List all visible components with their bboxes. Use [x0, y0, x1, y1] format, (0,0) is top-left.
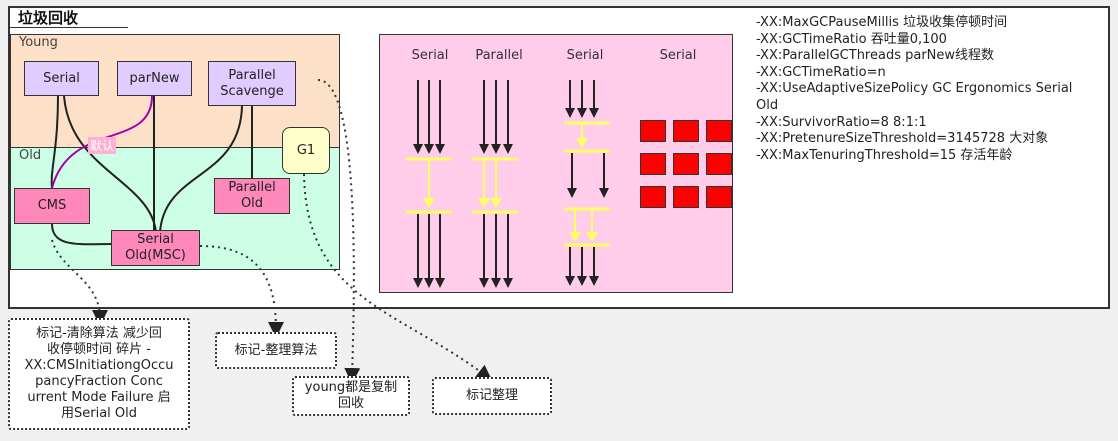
serial-old-label-line1: Serial — [137, 232, 174, 247]
region-block — [640, 120, 666, 142]
serial-threads-col1 — [406, 80, 452, 288]
parallel-scavenge-collector: Parallel Scavenge — [208, 61, 296, 106]
panel-column-label-3: Serial — [566, 48, 604, 63]
serial-collector: Serial — [24, 61, 99, 96]
param-gc-time-ratio: -XX:GCTimeRatio 吞吐量0,100 — [756, 31, 947, 47]
param-max-gc-pause: -XX:MaxGCPauseMillis 垃圾收集停顿时间 — [756, 15, 1008, 30]
panel-column-label-1: Serial — [411, 48, 449, 63]
g1-collector-label: G1 — [296, 142, 316, 158]
cms-note-line: pancyFraction Conc — [35, 374, 163, 389]
panel-column-label-4: Serial — [659, 48, 697, 63]
cms-collector-label: CMS — [37, 198, 67, 213]
default-combination-tag: 默认 — [88, 137, 117, 154]
region-block — [673, 153, 699, 175]
param-max-tenuring: -XX:MaxTenuringThreshold=15 存活年龄 — [756, 147, 1013, 163]
region-block — [706, 186, 732, 208]
parallel-old-label-line2: Old — [240, 196, 264, 211]
cms-note-line: 用Serial Old — [60, 406, 137, 421]
region-block — [673, 120, 699, 142]
param-survivor-ratio: -XX:SurvivorRatio=8 8:1:1 — [756, 114, 927, 130]
param-gc-time-ratio-n: -XX:GCTimeRatio=n — [756, 64, 886, 80]
diagram-title: 垃圾回收 — [18, 9, 79, 27]
parallel-scavenge-label-line1: Parallel — [228, 67, 276, 83]
serial-old-note: 标记-整理算法 — [215, 332, 337, 369]
serial-old-collector: Serial Old(MSC) — [111, 230, 200, 266]
parallel-scavenge-label-line2: Scavenge — [220, 83, 284, 99]
param-adaptive-size-policy: -XX:UseAdaptiveSizePolicy GC Ergonomics … — [756, 81, 1073, 97]
param-parallel-gc-threads: -XX:ParallelGCThreads parNew线程数 — [756, 48, 995, 64]
panel-column-label-2: Parallel — [475, 48, 523, 63]
serial-old-label-line2: Old(MSC) — [125, 248, 186, 263]
g1-note-text: 标记整理 — [465, 388, 518, 403]
young-copy-note: young都是复制 回收 — [292, 376, 410, 416]
region-block — [706, 153, 732, 175]
g1-note: 标记整理 — [432, 377, 552, 415]
title-underline — [8, 27, 128, 28]
param-pretenure-size: -XX:PretenureSizeThreshold=3145728 大对象 — [756, 131, 1049, 147]
parnew-collector-label: parNew — [129, 70, 180, 86]
serial-collector-label: Serial — [43, 70, 80, 86]
jvm-parameters-list: -XX:MaxGCPauseMillis 垃圾收集停顿时间 -XX:GCTime… — [756, 15, 1106, 164]
young-note-line: 回收 — [337, 396, 364, 411]
cms-note-line: urrent Mode Failure 启 — [27, 390, 171, 405]
parallel-old-label-line1: Parallel — [228, 180, 276, 195]
region-block — [706, 120, 732, 142]
parallel-old-collector: Parallel Old — [214, 178, 290, 214]
serial-threads-col3 — [564, 80, 610, 286]
old-zone-label: Old — [19, 148, 42, 163]
region-block — [673, 186, 699, 208]
parnew-collector: parNew — [117, 61, 192, 96]
parallel-threads-col2 — [472, 80, 518, 288]
g1-collector: G1 — [282, 127, 330, 174]
region-block — [640, 186, 666, 208]
young-zone-label: Young — [19, 35, 58, 50]
cms-note-line: XX:CMSInitiationgOccu — [24, 358, 174, 373]
serial-old-note-text: 标记-整理算法 — [234, 342, 318, 358]
cms-collector: CMS — [14, 188, 90, 224]
cms-note-line: 收停顿时间 碎片 - — [47, 342, 151, 357]
region-block — [640, 153, 666, 175]
param-adaptive-size-policy-cont: Old — [756, 97, 779, 113]
cms-note-line: 标记-清除算法 减少回 — [36, 326, 162, 341]
young-note-line: young都是复制 — [304, 380, 398, 395]
cms-note: 标记-清除算法 减少回 收停顿时间 碎片 - XX:CMSInitiationg… — [8, 318, 190, 430]
